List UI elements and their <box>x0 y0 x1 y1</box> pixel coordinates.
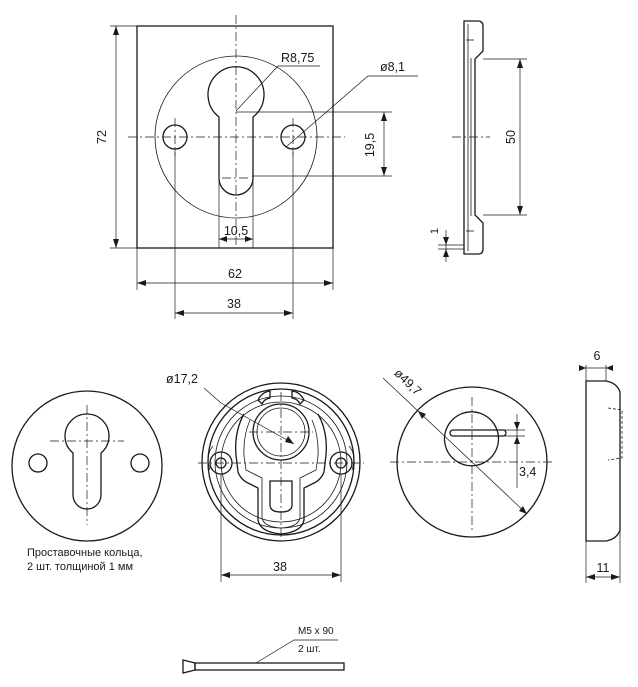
screw-label-line2: 2 шт. <box>298 644 321 655</box>
dim-vertical-offset-label: 19,5 <box>363 133 377 157</box>
cover-rosette-view: ø49,7 3,4 <box>382 366 554 538</box>
screw-head <box>182 659 196 674</box>
dim-thickness-label: 1 <box>429 228 441 234</box>
back-view: ø17,2 38 <box>166 372 364 582</box>
front-view: 72 R8,75 ø8,1 19,5 10,5 62 38 <box>95 15 418 319</box>
radius-leader <box>235 65 320 112</box>
spacer-caption-line2: 2 шт. толщиной 1 мм <box>27 561 133 573</box>
spacer-hole-right <box>130 453 150 473</box>
dim-back-hole-spacing-label: 38 <box>273 560 287 574</box>
profile-outline <box>463 20 484 255</box>
dim-radius-label: R8,75 <box>281 51 314 65</box>
cover-side-hidden-boss <box>607 407 623 461</box>
cover-side-view: 6 11 <box>579 349 623 583</box>
dim-cover-top-label: 6 <box>594 349 601 363</box>
dim-line-outer-diameter <box>382 377 528 515</box>
spacer-hole-left <box>28 453 48 473</box>
side-view: 50 1 <box>429 20 527 262</box>
back-outer-rim <box>201 382 361 542</box>
screw-label-line1: M5 x 90 <box>298 626 334 637</box>
spacer-ring-outline <box>11 390 163 542</box>
spacer-caption-line1: Проставочные кольца, <box>27 547 143 559</box>
screw-shank <box>194 662 345 671</box>
dim-side-height-label: 50 <box>504 130 518 144</box>
dim-bore-diameter-label: ø17,2 <box>166 372 198 386</box>
dim-hole-diameter-label: ø8,1 <box>380 60 405 74</box>
dim-hole-spacing-label: 38 <box>227 297 241 311</box>
dim-slot-height-label: 3,4 <box>519 465 536 479</box>
screw-view: M5 x 90 2 шт. <box>182 626 345 674</box>
dim-height-label: 72 <box>95 130 109 144</box>
hole-diameter-leader <box>285 75 418 148</box>
dim-cover-bottom-label: 11 <box>597 561 610 575</box>
cover-side-outline <box>585 380 621 542</box>
cover-keyhole <box>443 411 500 467</box>
dim-width-label: 62 <box>228 267 242 281</box>
spacer-ring-view: Проставочные кольца, 2 шт. толщиной 1 мм <box>11 390 163 573</box>
spacer-keyhole <box>64 413 110 510</box>
dim-outer-diameter-label: ø49,7 <box>391 366 424 398</box>
dim-slot-width-label: 10,5 <box>224 224 248 238</box>
screw-leader <box>255 639 338 664</box>
bore-diameter-leader <box>203 387 295 445</box>
